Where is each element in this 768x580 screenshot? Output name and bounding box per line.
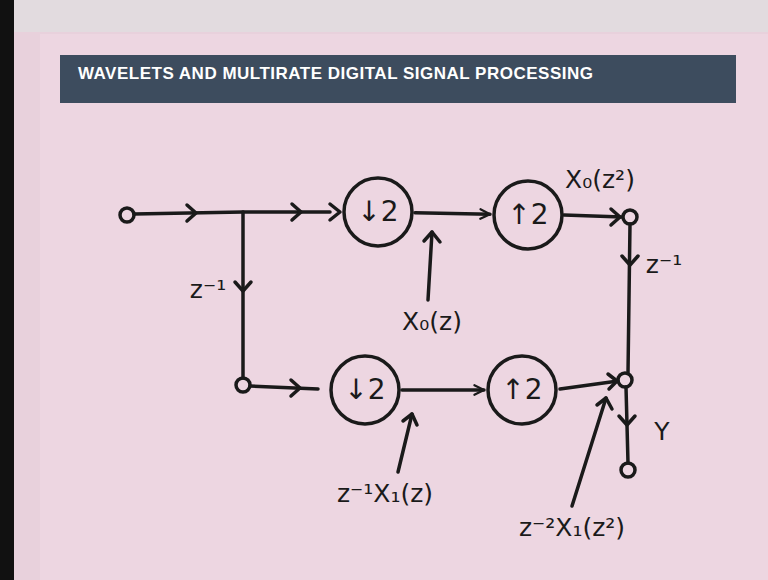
rate-label: ↓2 [344, 375, 385, 406]
leader-line [572, 398, 606, 506]
output-node [623, 210, 637, 224]
rate-label: ↑2 [507, 200, 548, 231]
signal-arrow [402, 388, 484, 392]
leader-line [428, 232, 432, 300]
arrow-head [187, 205, 196, 221]
arrow-head [619, 416, 635, 425]
output-terminal [621, 463, 635, 477]
rate-change-circle: ↑2 [486, 354, 558, 426]
signal-label: z⁻¹ [190, 276, 226, 305]
signal-label: Y [654, 418, 669, 447]
arrow-head [235, 282, 251, 291]
rate-change-circle: ↓2 [342, 176, 414, 248]
arrow-head [291, 380, 300, 396]
arrow-head [403, 414, 417, 425]
branch-terminal [236, 378, 250, 392]
paper-sheet [40, 34, 768, 580]
left-edge [0, 0, 14, 580]
sum-node [618, 373, 632, 387]
signal-label: X₀(z) [402, 308, 462, 337]
signal-label: z⁻¹ [646, 251, 682, 280]
signal-label: z⁻¹X₁(z) [337, 480, 433, 509]
arrow-head [424, 232, 440, 242]
circle-outline [488, 356, 556, 424]
arrow-head [622, 256, 638, 265]
circle-outline [331, 356, 399, 424]
circle-outline [344, 178, 412, 246]
signal-wire [241, 212, 245, 378]
leader-line [398, 414, 412, 472]
signal-label: z⁻²X₁(z²) [519, 514, 625, 543]
signal-wire [628, 224, 630, 373]
signal-wire [250, 386, 318, 389]
signal-arrow [415, 213, 490, 215]
rate-label: ↑2 [501, 375, 542, 406]
rate-change-circle: ↓2 [329, 354, 401, 426]
arrow-head [597, 398, 612, 409]
rate-change-circle: ↑2 [492, 179, 564, 251]
arrow-head [611, 209, 620, 225]
title-banner [60, 55, 736, 103]
arrow-head [292, 204, 301, 220]
signal-wire [564, 215, 622, 217]
slide-title: WAVELETS AND MULTIRATE DIGITAL SIGNAL PR… [78, 64, 718, 84]
input-terminal [120, 208, 134, 222]
arrow-head [330, 204, 340, 220]
signal-label: X₀(z²) [565, 166, 635, 195]
circle-outline [494, 181, 562, 249]
arrow-head [608, 374, 617, 389]
top-margin [0, 0, 768, 32]
rate-label: ↓2 [357, 197, 398, 228]
